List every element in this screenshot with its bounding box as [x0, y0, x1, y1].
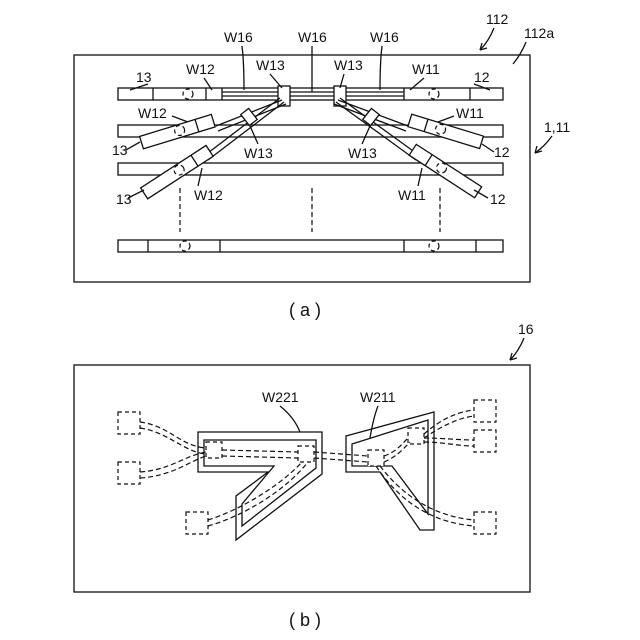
connector-b-5 [298, 446, 314, 462]
label-w221: W221 [262, 389, 299, 405]
pin-13-top [183, 89, 193, 99]
label-13-bot: 13 [116, 191, 132, 207]
ref-1-11: 1,11 [544, 119, 570, 135]
connector-b-3 [186, 512, 208, 534]
label-w211: W211 [360, 389, 396, 405]
caption-b: ( b ) [289, 610, 321, 630]
figure-a: 112 112a 1,11 [74, 11, 570, 320]
label-w13-top-right: W13 [334, 57, 363, 73]
label-w13-mid-right: W13 [348, 145, 377, 161]
label-w11-mid: W11 [456, 105, 484, 121]
connector-b-8 [474, 400, 496, 422]
connector-b-6 [368, 450, 384, 466]
label-w13-top-left: W13 [256, 57, 285, 73]
label-w11-bot: W11 [398, 187, 426, 203]
connector-b-4 [206, 442, 222, 458]
label-w12-top: W12 [186, 61, 215, 77]
connector-b-7 [408, 428, 424, 444]
label-12-top: 12 [474, 69, 490, 85]
label-w16-right: W16 [370, 29, 399, 45]
label-w16-left: W16 [224, 29, 253, 45]
connector-w13-right [334, 86, 346, 106]
label-12-mid: 12 [494, 144, 510, 160]
connector-b-9 [474, 430, 496, 452]
ref-16: 16 [518, 321, 534, 337]
figure-b: 16 [74, 321, 534, 630]
label-12-bot: 12 [490, 191, 506, 207]
label-w12-mid: W12 [138, 105, 167, 121]
ref-112-leader [480, 28, 494, 50]
label-13-mid: 13 [112, 142, 128, 158]
rail-bottom [118, 240, 503, 252]
pin-12-top [429, 89, 439, 99]
ref-112a: 112a [524, 25, 554, 41]
ref-1-11-leader [535, 136, 552, 153]
ref-112: 112 [486, 11, 509, 27]
label-w16-mid: W16 [298, 29, 327, 45]
label-w12-bot: W12 [194, 187, 223, 203]
connector-b-10 [474, 512, 496, 534]
label-w13-mid-left: W13 [244, 145, 273, 161]
label-13-top: 13 [136, 69, 152, 85]
connector-w13-left [278, 86, 290, 106]
connector-b-1 [118, 412, 140, 434]
connector-b-2 [118, 462, 140, 484]
caption-a: ( a ) [289, 300, 321, 320]
label-w11-top: W11 [412, 61, 440, 77]
